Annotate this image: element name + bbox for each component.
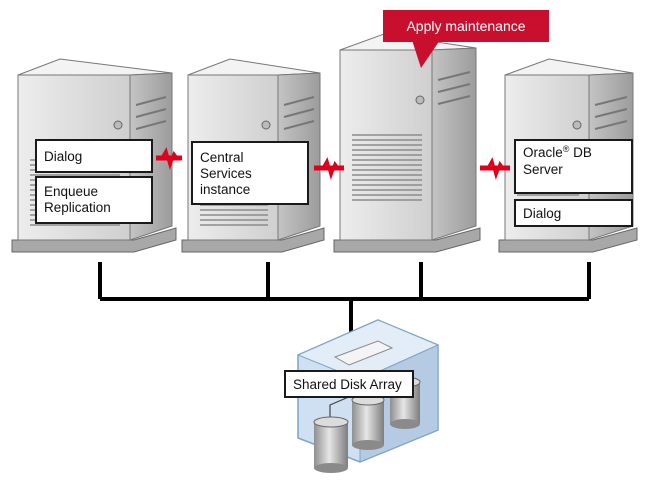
- heartbeat-link-2: [314, 157, 344, 180]
- shared-disk-array-label: Shared Disk Array: [284, 370, 414, 398]
- oracle-name: Oracle: [523, 145, 563, 160]
- server-2-central-services-label: Central Services instance: [191, 141, 309, 205]
- oracle-db-server-text: DB Server: [523, 145, 592, 177]
- heartbeat-link-1: [156, 147, 182, 170]
- trademark-symbol: ®: [562, 144, 570, 154]
- server-4-dialog-label: Dialog: [514, 199, 633, 227]
- apply-maintenance-callout: Apply maintenance: [383, 10, 549, 42]
- network-bus: [98, 262, 591, 352]
- disk-cylinder-3: [313, 416, 349, 473]
- heartbeat-link-3: [480, 157, 510, 180]
- disk-cylinder-2: [351, 394, 385, 450]
- server-1-enqueue-replication-label: Enqueue Replication: [35, 176, 153, 224]
- server-1-dialog-label: Dialog: [35, 139, 153, 173]
- server-4-oracle-db-label: Oracle® DB Server: [514, 139, 633, 194]
- tower-server-3: [333, 33, 481, 253]
- callout-pointer: [412, 40, 440, 68]
